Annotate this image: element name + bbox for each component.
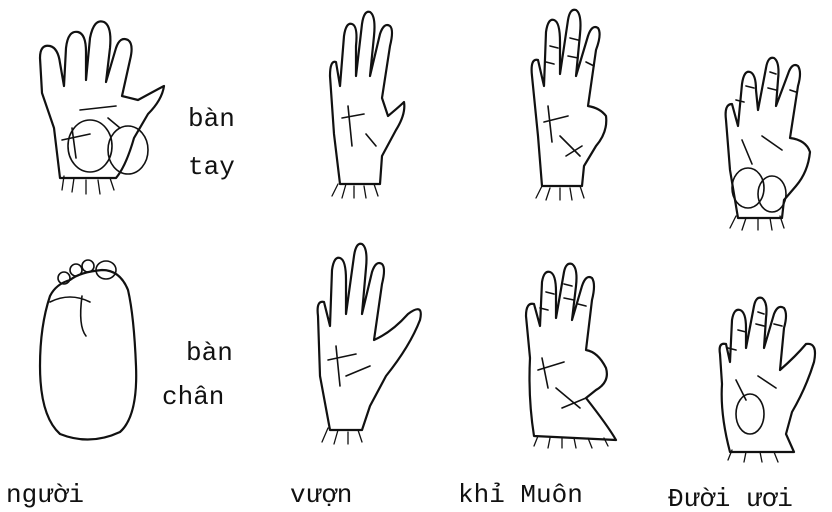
lemur-foot-drawing [706,284,826,464]
human-hand-drawing [20,8,170,198]
ape-foot-drawing [300,236,430,446]
ape-hand-drawing [318,6,418,196]
hand-label-line-2: tay [188,154,235,180]
lemur-hand-drawing [712,40,822,230]
foot-label-line-1: bàn [186,340,233,366]
caption-ape: vượn [290,482,352,508]
caption-monkey: khỉ Muôn [458,482,583,508]
monkey-foot-drawing [516,258,626,448]
caption-lemur: Đười ươi [668,486,793,512]
foot-label-line-2: chân [162,384,224,410]
human-foot-drawing [20,256,160,446]
hand-label-line-1: bàn [188,106,235,132]
monkey-hand-drawing [520,6,620,201]
caption-human: người [6,482,84,508]
